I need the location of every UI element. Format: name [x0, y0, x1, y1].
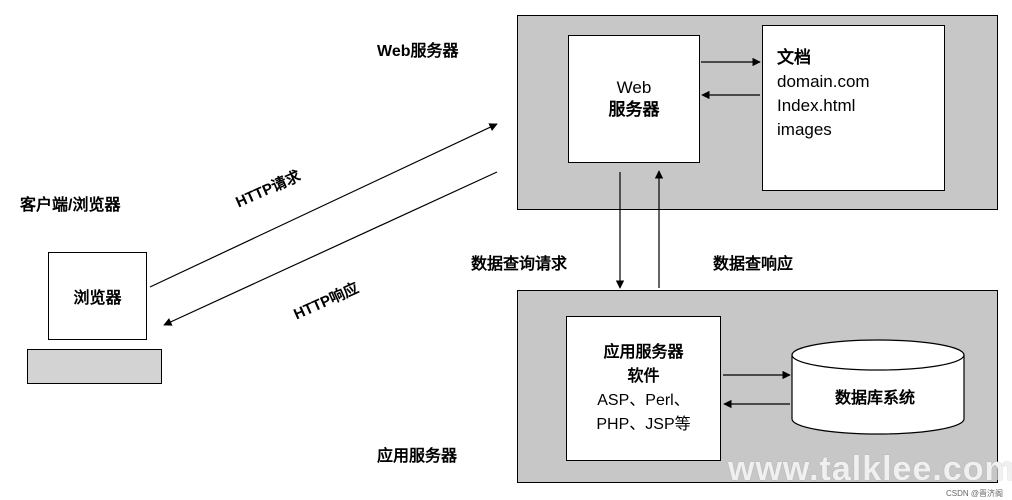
document-item: Index.html	[777, 96, 856, 115]
database-label: 数据库系统	[835, 390, 916, 407]
web-server-title-line1: Web	[616, 78, 652, 97]
http-response-arrow	[163, 171, 498, 326]
documents-box: 文档 domain.com Index.html images	[762, 25, 945, 191]
http-request-arrow	[149, 123, 498, 288]
client-label: 客户端/浏览器	[20, 197, 121, 214]
credit-text: CSDN @晋济阁	[946, 489, 1004, 498]
db-query-request-label: 数据查询请求	[471, 256, 568, 273]
software-line: PHP、JSP等	[596, 415, 691, 433]
browser-box: 浏览器	[48, 252, 147, 340]
app-server-panel-label: 应用服务器	[377, 448, 458, 465]
web-server-box: Web 服务器	[568, 35, 700, 163]
watermark: www.talklee.com	[728, 450, 1012, 488]
software-line: 应用服务器	[603, 343, 684, 361]
database-cylinder	[791, 339, 965, 435]
software-line: 软件	[627, 367, 660, 385]
keyboard-bar	[27, 349, 162, 384]
web-server-title-line2: 服务器	[608, 100, 660, 119]
documents-heading: 文档	[777, 48, 811, 67]
browser-label: 浏览器	[73, 290, 122, 307]
app-server-software-box: 应用服务器 软件 ASP、Perl、 PHP、JSP等	[566, 316, 721, 461]
db-query-response-label: 数据查响应	[713, 256, 794, 273]
document-item: domain.com	[777, 72, 870, 91]
document-item: images	[777, 120, 832, 139]
software-line: ASP、Perl、	[597, 391, 690, 409]
web-server-panel-label: Web服务器	[377, 43, 459, 60]
